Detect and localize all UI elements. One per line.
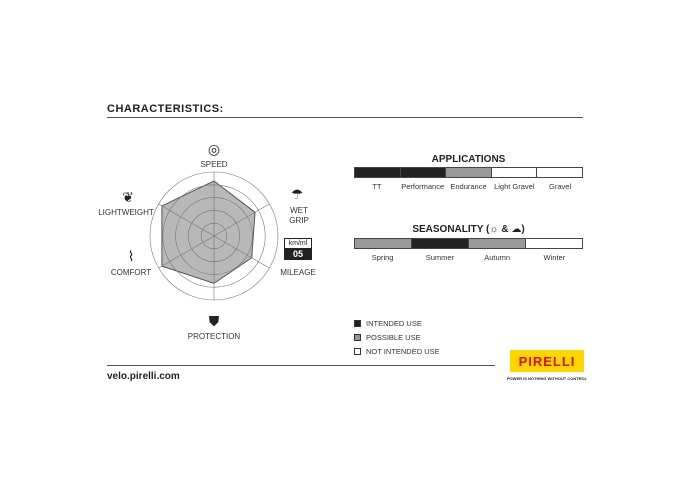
applications-label: Gravel	[549, 182, 572, 191]
radar-label-wet-grip: WET GRIP	[289, 206, 309, 225]
legend-item: INTENDED USE	[354, 319, 422, 328]
seasonality-segment-autumn	[469, 239, 526, 248]
sun-icon: ☼	[489, 224, 499, 235]
legend-item: NOT INTENDED USE	[354, 347, 440, 356]
shield-icon: ⛊	[208, 313, 220, 329]
seasonality-segment-spring	[355, 239, 412, 248]
tire-icon: ◎	[207, 141, 221, 157]
radar-label-protection: PROTECTION	[187, 332, 241, 341]
radar-chart	[149, 171, 279, 301]
applications-label: Performance	[401, 182, 445, 191]
brand-tagline: POWER IS NOTHING WITHOUT CONTROL	[506, 376, 588, 381]
applications-segment-gravel	[537, 168, 582, 177]
rain-cloud-icon: ☁	[511, 224, 522, 235]
radar-label-speed: SPEED	[200, 160, 228, 169]
applications-title: APPLICATIONS	[431, 154, 506, 165]
seasonality-label: Spring	[371, 253, 394, 262]
footer-url-link[interactable]: velo.pirelli.com	[107, 371, 180, 382]
radar-label-lightweight: LIGHTWEIGHT	[98, 208, 154, 217]
odometer-digits: 05	[284, 249, 312, 260]
applications-segment-light-gravel	[491, 168, 538, 177]
applications-segment-tt	[355, 168, 401, 177]
legend-label: NOT INTENDED USE	[366, 347, 440, 356]
pirelli-logo: PIRELLI	[510, 350, 584, 372]
legend-item: POSSIBLE USE	[354, 333, 421, 342]
feather-icon: ❦	[122, 189, 134, 205]
legend-swatch	[354, 320, 361, 327]
rain-cloud-icon: ☂	[290, 186, 304, 202]
seasonality-labels: Spring Summer Autumn Winter	[354, 253, 583, 262]
legend-swatch	[354, 348, 361, 355]
seasonality-segment-summer	[412, 239, 469, 248]
legend-label: POSSIBLE USE	[366, 333, 421, 342]
seasonality-segment-winter	[526, 239, 582, 248]
seasonality-label: Winter	[543, 253, 566, 262]
spring-icon: ⌇	[127, 248, 135, 264]
radar-axis-line	[213, 203, 270, 237]
seasonality-title-text: SEASONALITY (	[412, 224, 490, 235]
applications-labels: TT Performance Endurance Light Gravel Gravel	[354, 182, 583, 191]
radar-axis-line	[213, 235, 270, 269]
legend-swatch	[354, 334, 361, 341]
radar-label-comfort: COMFORT	[110, 268, 152, 277]
applications-label: Endurance	[450, 182, 487, 191]
seasonality-title: SEASONALITY (☼ & ☁)	[354, 224, 583, 235]
radar-axis-line	[158, 235, 215, 269]
footer-divider	[107, 365, 495, 366]
seasonality-label: Autumn	[484, 253, 511, 262]
odometer-unit: km/ml	[284, 238, 312, 249]
seasonality-label: Summer	[425, 253, 455, 262]
page-title: CHARACTERISTICS:	[107, 103, 224, 115]
applications-segment-endurance	[446, 168, 492, 177]
seasonality-bar	[354, 238, 583, 249]
applications-segment-performance	[400, 168, 447, 177]
seasonality-amp: &	[501, 224, 509, 235]
applications-label: TT	[372, 182, 382, 191]
radar-axis-line	[158, 203, 215, 237]
title-divider	[107, 117, 583, 118]
applications-bar	[354, 167, 583, 178]
applications-label: Light Gravel	[494, 182, 535, 191]
legend-label: INTENDED USE	[366, 319, 422, 328]
radar-label-mileage: MILEAGE	[280, 268, 316, 277]
pirelli-logo-text: PIRELLI	[518, 353, 576, 369]
seasonality-close: )	[521, 224, 525, 235]
